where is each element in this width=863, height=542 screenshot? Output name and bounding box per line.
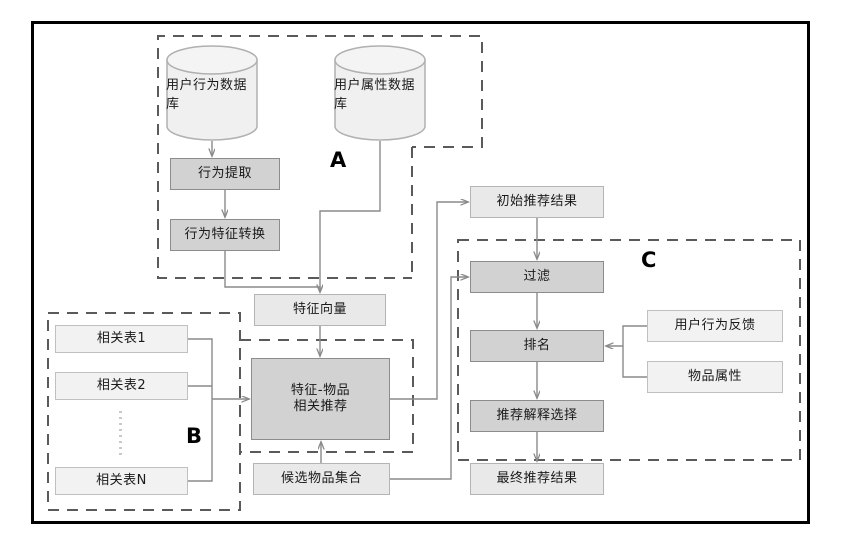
candidate-item-set-label: 候选物品集合 <box>280 471 362 487</box>
group-label-c: C <box>641 248 656 272</box>
related-table-2-label: 相关表2 <box>96 378 147 394</box>
related-table-1-node[interactable]: 相关表1 <box>55 325 188 353</box>
conn-recommend-to-initial <box>390 202 468 400</box>
item-attribute-label: 物品属性 <box>687 369 742 385</box>
group-label-a-text: A <box>330 148 347 172</box>
group-a-right-dashed <box>412 35 483 148</box>
conn-feedback-bus <box>622 325 647 378</box>
user-behavior-feedback-label: 用户行为反馈 <box>674 318 756 334</box>
group-label-b: B <box>186 424 202 448</box>
recommend-explain-select-label: 推荐解释选择 <box>496 408 578 424</box>
initial-recommend-result-label: 初始推荐结果 <box>496 194 578 210</box>
filter-label: 过滤 <box>523 269 551 285</box>
feature-item-recommend-label: 特征-物品 相关推荐 <box>290 383 351 414</box>
group-label-b-text: B <box>186 424 203 448</box>
filter-node[interactable]: 过滤 <box>470 261 604 293</box>
group-label-a: A <box>330 148 346 172</box>
feature-item-recommend-node[interactable]: 特征-物品 相关推荐 <box>251 358 390 440</box>
initial-recommend-result-node[interactable]: 初始推荐结果 <box>470 186 604 218</box>
behavior-extraction-node[interactable]: 行为提取 <box>170 158 280 190</box>
user-attribute-db-label: 用户属性数据库 <box>334 78 416 112</box>
recommend-explain-select-node[interactable]: 推荐解释选择 <box>470 400 604 432</box>
conn-transform-to-feature-vector <box>224 251 320 292</box>
final-recommend-result-node[interactable]: 最终推荐结果 <box>470 463 604 495</box>
conn-tables-bus <box>188 338 213 482</box>
item-attribute-node[interactable]: 物品属性 <box>647 361 783 393</box>
related-table-1-label: 相关表1 <box>96 331 147 347</box>
behavior-feature-transform-node[interactable]: 行为特征转换 <box>170 219 280 251</box>
group-label-c-text: C <box>641 248 657 272</box>
user-behavior-feedback-node[interactable]: 用户行为反馈 <box>647 310 783 342</box>
feature-vector-node[interactable]: 特征向量 <box>254 294 386 326</box>
user-behavior-db: 用户行为数据库 <box>166 45 258 141</box>
final-recommend-result-label: 最终推荐结果 <box>496 471 578 487</box>
group-center-dashed <box>239 339 414 453</box>
related-table-ellipsis-icon <box>119 411 122 457</box>
user-behavior-db-label: 用户行为数据库 <box>166 78 248 112</box>
feature-vector-label: 特征向量 <box>292 302 347 318</box>
related-table-n-node[interactable]: 相关表N <box>55 467 188 495</box>
group-c-dashed <box>457 239 801 461</box>
related-table-2-node[interactable]: 相关表2 <box>55 372 188 400</box>
user-attribute-db: 用户属性数据库 <box>334 45 426 141</box>
conn-attrdb-to-feature-vector <box>320 141 381 292</box>
ranking-label: 排名 <box>523 338 551 354</box>
behavior-extraction-label: 行为提取 <box>197 166 252 182</box>
ranking-node[interactable]: 排名 <box>470 330 604 362</box>
related-table-n-label: 相关表N <box>96 473 147 489</box>
conn-candidate-to-filter <box>390 277 468 480</box>
outer-frame <box>31 21 810 524</box>
candidate-item-set-node[interactable]: 候选物品集合 <box>253 463 390 495</box>
behavior-feature-transform-label: 行为特征转换 <box>184 227 266 243</box>
